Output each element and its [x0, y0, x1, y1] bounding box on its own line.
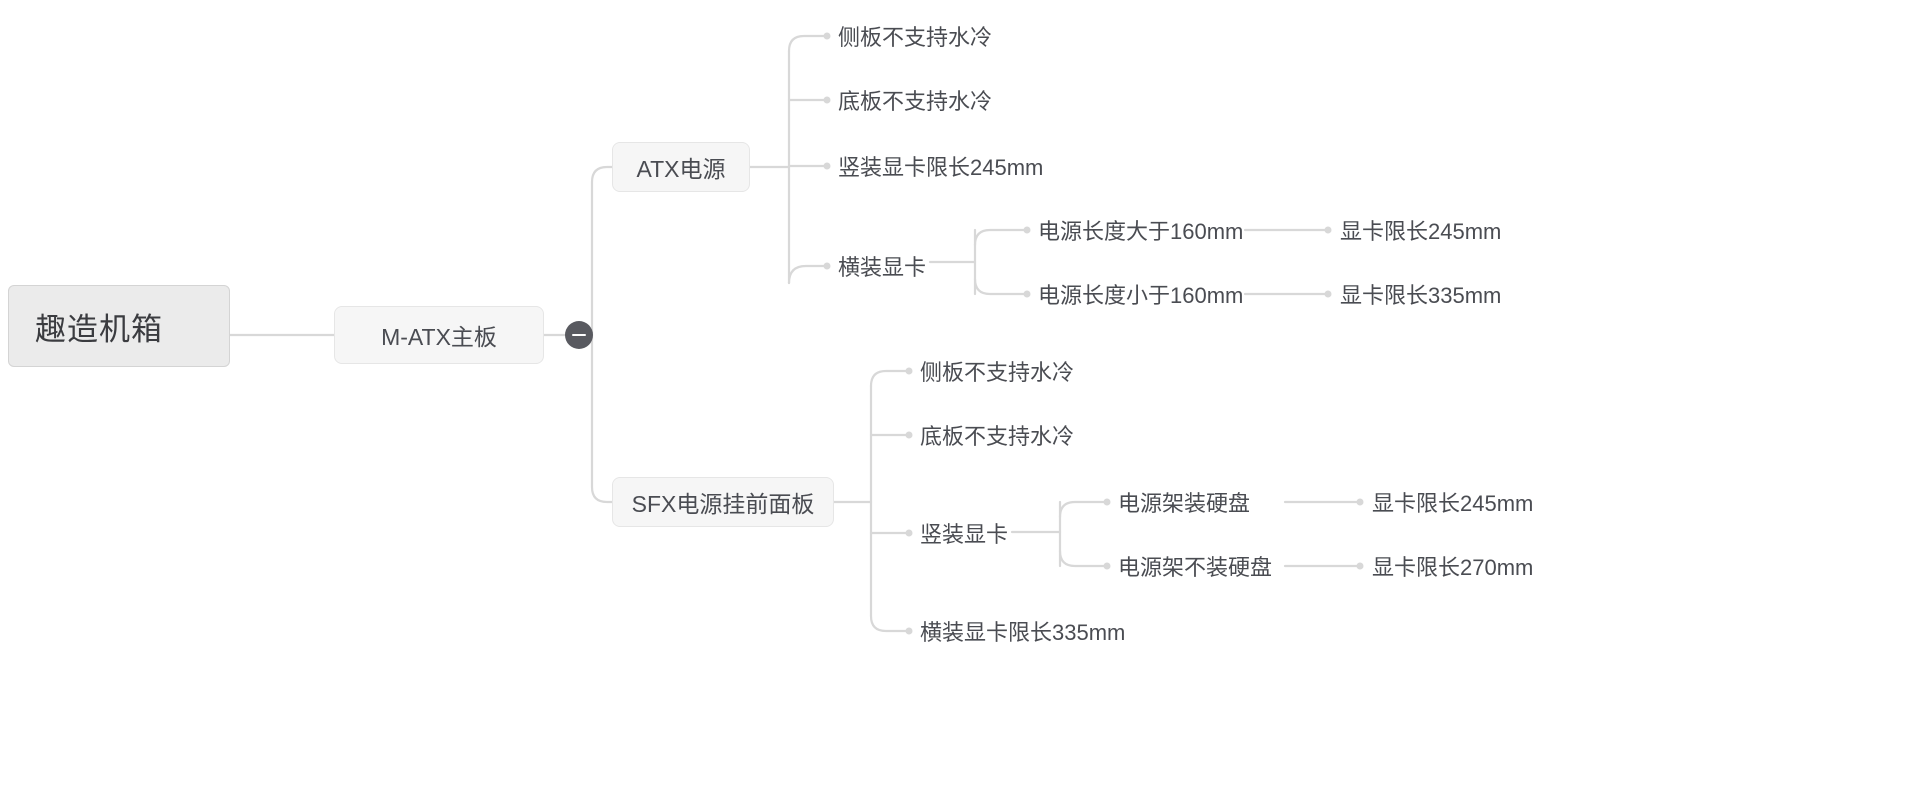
node-label: 趣造机箱: [35, 311, 163, 347]
mindmap-node-gpu-limit-245-atx[interactable]: 显卡限长245mm: [1340, 216, 1501, 244]
node-label: 电源长度小于160mm: [1038, 283, 1244, 308]
link-trunk-sfx: [590, 333, 614, 504]
node-label: 显卡限长245mm: [1372, 491, 1534, 516]
mindmap-node-atx-horizontal-gpu[interactable]: 横装显卡: [838, 252, 926, 280]
mindmap-node-sfx-bottom-panel[interactable]: 底板不支持水冷: [920, 421, 1074, 449]
link-endpoint-dot: [1103, 498, 1111, 506]
node-label: 侧板不支持水冷: [838, 25, 993, 50]
link-atx-c4: [787, 264, 829, 285]
mindmap-node-sfx-vertical-gpu[interactable]: 竖装显卡: [920, 519, 1008, 547]
mindmap-node-atx-side-panel[interactable]: 侧板不支持水冷: [838, 22, 992, 50]
link-endpoint-dot: [1356, 562, 1364, 570]
mindmap-node-atx-vertical-gpu[interactable]: 竖装显卡限长245mm: [838, 152, 1043, 180]
link-sz-c2: [1058, 549, 1109, 568]
node-label: 显卡限长245mm: [1340, 219, 1502, 244]
link-endpoint-dot: [823, 162, 831, 170]
link-endpoint-dot: [1023, 226, 1031, 234]
link-atx-c1: [787, 34, 829, 53]
link-endpoint-dot: [1103, 562, 1111, 570]
link-endpoint-dot: [905, 367, 913, 375]
node-label: 横装显卡: [838, 255, 927, 280]
link-endpoint-dot: [905, 529, 913, 537]
link-endpoint-dot: [823, 32, 831, 40]
mindmap-root-node[interactable]: 趣造机箱: [8, 285, 230, 367]
node-label: 竖装显卡: [920, 522, 1009, 547]
minus-icon: [572, 333, 586, 337]
node-label: 侧板不支持水冷: [920, 360, 1075, 385]
node-label: 电源架装硬盘: [1118, 491, 1251, 516]
mindmap-node-gpu-limit-335-atx[interactable]: 显卡限长335mm: [1340, 280, 1501, 308]
node-label: 显卡限长335mm: [1340, 283, 1502, 308]
node-label: 竖装显卡限长245mm: [838, 155, 1044, 180]
link-endpoint-dot: [1023, 290, 1031, 298]
node-label: 电源架不装硬盘: [1118, 555, 1273, 580]
mindmap-node-sfx-side-panel[interactable]: 侧板不支持水冷: [920, 357, 1074, 385]
link-hz-c1: [973, 228, 1029, 247]
link-hz-c2: [973, 277, 1029, 296]
link-endpoint-dot: [905, 627, 913, 635]
node-label: M-ATX主板: [381, 324, 497, 350]
link-sfx-c1: [869, 369, 911, 388]
mindmap-node-gpu-limit-245-sfx[interactable]: 显卡限长245mm: [1372, 488, 1533, 516]
mindmap-node-psu-bracket-with-hdd[interactable]: 电源架装硬盘: [1118, 488, 1250, 516]
node-label: 电源长度大于160mm: [1038, 219, 1244, 244]
node-label: 显卡限长270mm: [1372, 555, 1534, 580]
mindmap-node-psu-bracket-without-hdd[interactable]: 电源架不装硬盘: [1118, 552, 1272, 580]
link-endpoint-dot: [905, 431, 913, 439]
node-label: 底板不支持水冷: [920, 424, 1075, 449]
link-endpoint-dot: [1324, 290, 1332, 298]
link-sz-c1: [1058, 500, 1109, 519]
mindmap-node-psu-longer-160[interactable]: 电源长度大于160mm: [1038, 216, 1243, 244]
mindmap-node-matx[interactable]: M-ATX主板: [334, 306, 544, 364]
collapse-toggle[interactable]: [565, 321, 593, 349]
link-sfx-c4: [869, 614, 911, 633]
link-endpoint-dot: [823, 96, 831, 104]
link-endpoint-dot: [823, 262, 831, 270]
node-label: 横装显卡限长335mm: [920, 620, 1126, 645]
link-trunk-atx: [590, 165, 614, 337]
mindmap-node-gpu-limit-270-sfx[interactable]: 显卡限长270mm: [1372, 552, 1533, 580]
node-label: 底板不支持水冷: [838, 89, 993, 114]
link-endpoint-dot: [1324, 226, 1332, 234]
mindmap-node-sfx-power[interactable]: SFX电源挂前面板: [612, 477, 834, 527]
node-label: ATX电源: [636, 156, 726, 182]
mindmap-node-psu-shorter-160[interactable]: 电源长度小于160mm: [1038, 280, 1243, 308]
link-endpoint-dot: [1356, 498, 1364, 506]
mindmap-node-atx-bottom-panel[interactable]: 底板不支持水冷: [838, 86, 992, 114]
mindmap-node-sfx-horizontal-gpu-335[interactable]: 横装显卡限长335mm: [920, 617, 1125, 645]
node-label: SFX电源挂前面板: [631, 491, 815, 517]
mindmap-node-atx-power[interactable]: ATX电源: [612, 142, 750, 192]
